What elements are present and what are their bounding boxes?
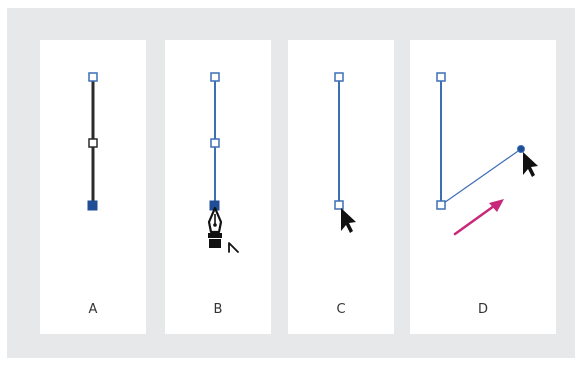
panel-b: B — [165, 40, 271, 334]
panel-c-label: C — [336, 302, 346, 317]
panel-d: D — [410, 40, 556, 334]
panel-c: C — [288, 40, 394, 334]
panel-a-label: A — [88, 302, 98, 317]
panel-d-label: D — [477, 302, 488, 317]
panel-a: A — [40, 40, 146, 334]
panel-b-label: B — [213, 302, 223, 317]
